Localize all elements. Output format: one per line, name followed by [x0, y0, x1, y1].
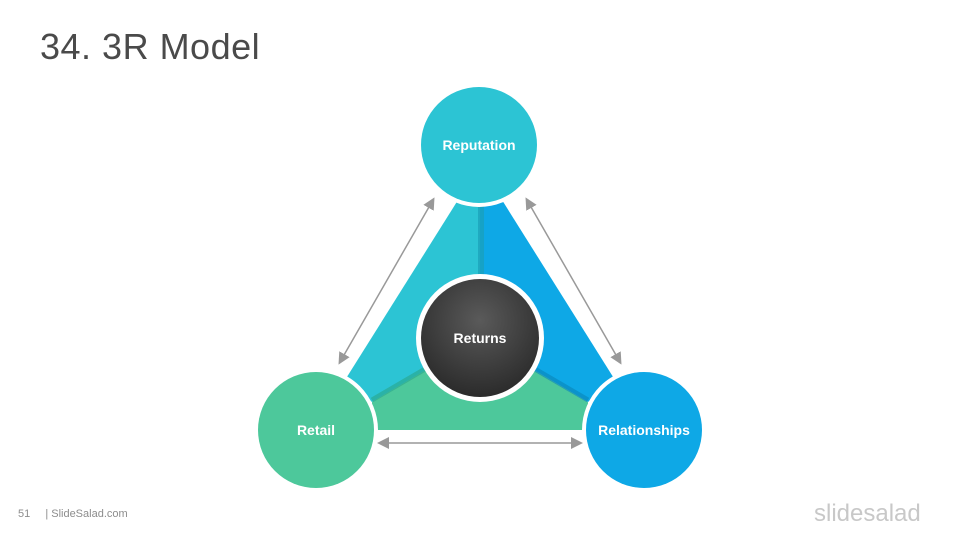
slide-title: 34. 3R Model — [40, 26, 261, 67]
node-retail-label: Retail — [297, 422, 335, 438]
segment-divider-right — [526, 362, 590, 403]
node-relationships: Relationships — [582, 368, 706, 492]
node-returns-label: Returns — [454, 330, 507, 346]
node-relationships-circle — [586, 372, 702, 488]
node-returns-circle — [421, 279, 539, 397]
node-reputation-circle — [421, 87, 537, 203]
node-relationships-label: Relationships — [598, 422, 690, 438]
node-retail: Retail — [254, 368, 378, 492]
footer-site: | SlideSalad.com — [45, 508, 128, 520]
segment-divider-top — [478, 200, 484, 280]
node-reputation: Reputation — [417, 83, 541, 207]
segment-divider-left — [370, 362, 434, 403]
node-reputation-label: Reputation — [442, 137, 515, 153]
page-number: 51 — [18, 508, 31, 520]
node-returns: Returns — [416, 274, 544, 402]
node-retail-circle — [258, 372, 374, 488]
slide-footer: 51 | SlideSalad.com — [18, 508, 128, 520]
arrow-reputation-retail — [338, 197, 435, 365]
arrow-reputation-relationships — [525, 197, 622, 365]
brand-logo: slidesalad — [814, 500, 921, 527]
